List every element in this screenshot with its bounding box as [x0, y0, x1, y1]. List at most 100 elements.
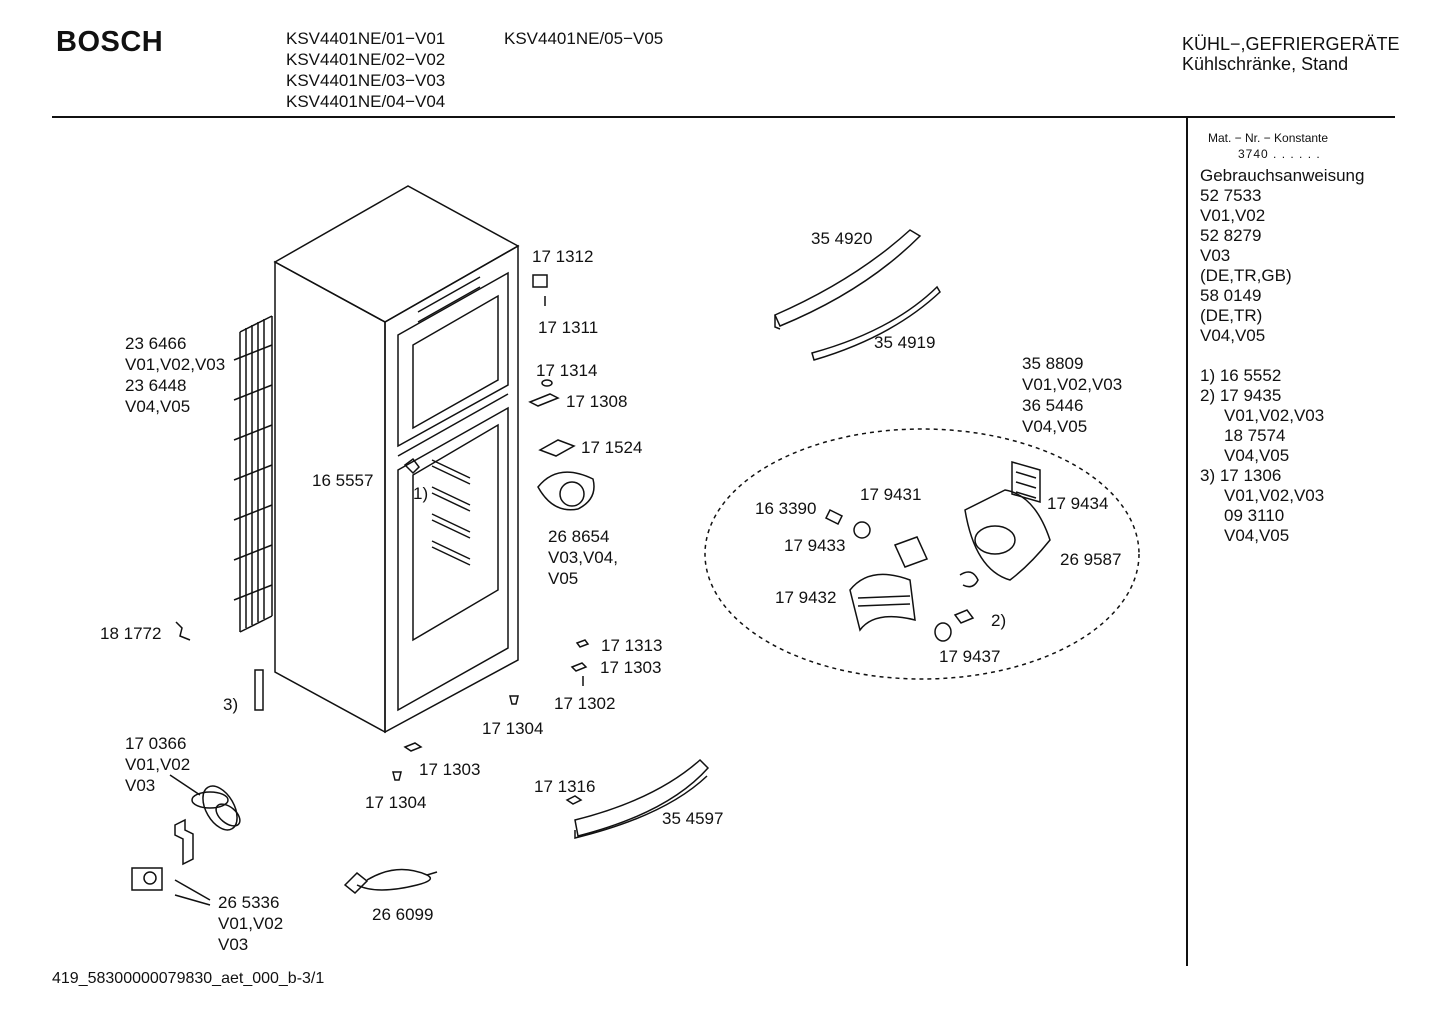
label-line: 35 8809	[1022, 354, 1084, 373]
label-268654: 26 8654 V03,V04, V05	[548, 526, 618, 589]
label-179432: 17 9432	[775, 588, 837, 607]
category: KÜHL−,GEFRIERGERÄTE Kühlschränke, Stand	[1182, 34, 1400, 74]
label-354920: 35 4920	[811, 229, 873, 248]
hinge-171303a	[570, 662, 588, 672]
sidebar-line: 3) 17 1306	[1200, 466, 1282, 485]
fan-blade-170366	[191, 785, 241, 831]
strip-354919	[811, 285, 941, 361]
fan-grille	[559, 481, 585, 507]
brand-logo: BOSCH	[56, 26, 164, 58]
sidebar-divider	[1186, 118, 1188, 966]
screw-171304a	[509, 695, 519, 705]
lamp-cover-179432	[849, 573, 916, 632]
thermostat-165557	[403, 457, 420, 475]
label-note-3: 3)	[223, 695, 239, 714]
sidebar-line: (DE,TR,GB)	[1200, 266, 1292, 285]
label-171312: 17 1312	[532, 247, 594, 266]
label-note-1: 1)	[413, 484, 429, 503]
bulb-179433	[853, 521, 871, 539]
sidebar-line: V01,V02,V03	[1224, 406, 1325, 425]
sidebar-notes: Gebrauchsanweisung 52 7533 V01,V02 52 82…	[1200, 166, 1364, 546]
label-line: V04,V05	[125, 397, 191, 416]
sidebar-line: V04,V05	[1200, 326, 1266, 345]
sidebar-line: 52 8279	[1200, 226, 1262, 245]
label-171316: 17 1316	[534, 777, 596, 796]
lamp-assembly-group	[704, 428, 1140, 680]
cover-179434	[1011, 461, 1041, 503]
sidebar-line: 58 0149	[1200, 286, 1262, 305]
label-171303b: 17 1303	[419, 760, 481, 779]
category-line-2: Kühlschränke, Stand	[1182, 54, 1349, 74]
label-line: 17 0366	[125, 734, 187, 753]
hinge-171308	[528, 393, 560, 407]
label-265336: 26 5336 V01,V02 V03	[218, 892, 283, 955]
model-list-1: KSV4401NE/01−V01 KSV4401NE/02−V02 KSV440…	[286, 28, 445, 112]
washer-171314	[541, 379, 553, 387]
sidebar-line: V03	[1200, 246, 1231, 265]
label-266099: 26 6099	[372, 905, 434, 924]
label-171303a: 17 1303	[600, 658, 662, 677]
model-item: KSV4401NE/03−V03	[286, 71, 446, 90]
screw-171304b	[392, 771, 402, 781]
kickplate-354597	[565, 758, 710, 839]
fan-housing-268654	[537, 471, 595, 511]
label-171308: 17 1308	[566, 392, 628, 411]
label-171304a: 17 1304	[482, 719, 544, 738]
sidebar-line: 1) 16 5552	[1200, 366, 1282, 385]
motor-shaft	[143, 871, 157, 885]
sidebar-line: V04,V05	[1224, 446, 1290, 465]
sidebar-line: 18 7574	[1224, 426, 1286, 445]
label-171302: 17 1302	[554, 694, 616, 713]
label-line: V03,V04,	[548, 548, 618, 567]
label-line: 23 6448	[125, 376, 187, 395]
hinge-171303b	[403, 742, 423, 752]
power-cord-266099	[343, 868, 438, 895]
shelf-rails	[431, 459, 471, 566]
bracket	[174, 818, 194, 866]
label-171304b: 17 1304	[365, 793, 427, 812]
label-354919: 35 4919	[874, 333, 936, 352]
label-354597: 35 4597	[662, 809, 724, 828]
label-181772: 18 1772	[100, 624, 162, 643]
label-line: V01,V02,V03	[125, 355, 226, 374]
socket-179431	[893, 536, 929, 568]
document-id: 419_58300000079830_aet_000_b-3/1	[52, 970, 325, 987]
cap-179437	[934, 622, 952, 642]
label-line: V01,V02,V03	[1022, 375, 1123, 394]
label-179431: 17 9431	[860, 485, 922, 504]
bracket-2	[953, 609, 975, 624]
label-165557: 16 5557	[312, 471, 374, 490]
handle-354920	[774, 229, 941, 361]
label-171311: 17 1311	[538, 318, 599, 337]
label-171314: 17 1314	[536, 361, 598, 380]
sidebar-line: 52 7533	[1200, 186, 1262, 205]
hinge-171312	[532, 274, 548, 288]
fridge-cabinet	[273, 185, 520, 734]
hinge-171313	[575, 639, 590, 648]
model-item: KSV4401NE/02−V02	[286, 50, 446, 69]
leader-line	[174, 879, 211, 901]
mat-label: Mat. − Nr. − Konstante	[1208, 131, 1329, 145]
sidebar-line: V01,V02	[1200, 206, 1266, 225]
label-line: V03	[218, 935, 249, 954]
label-line: V01,V02	[125, 755, 191, 774]
sidebar-line: 2) 17 9435	[1200, 386, 1282, 405]
header-divider	[52, 116, 1395, 118]
exploded-view-drawing	[131, 185, 1140, 906]
switch-163390	[824, 508, 844, 526]
label-note-2: 2)	[991, 611, 1007, 630]
leader-line	[169, 774, 201, 796]
motor-265336	[131, 867, 163, 891]
label-line: V01,V02	[218, 914, 284, 933]
bracket-181772	[175, 621, 191, 641]
model-item: KSV4401NE/04−V04	[286, 92, 446, 111]
label-179434: 17 9434	[1047, 494, 1109, 513]
label-358809: 35 8809 V01,V02,V03 36 5446 V04,V05	[1022, 353, 1122, 437]
sidebar-line	[1200, 346, 1364, 366]
label-line: 26 8654	[548, 527, 610, 546]
condenser-coil	[233, 315, 273, 633]
label-170366: 17 0366 V01,V02 V03	[125, 733, 190, 796]
lamp-housing-269587	[964, 489, 1051, 581]
label-179433: 17 9433	[784, 536, 846, 555]
sidebar-line: (DE,TR)	[1200, 306, 1263, 325]
